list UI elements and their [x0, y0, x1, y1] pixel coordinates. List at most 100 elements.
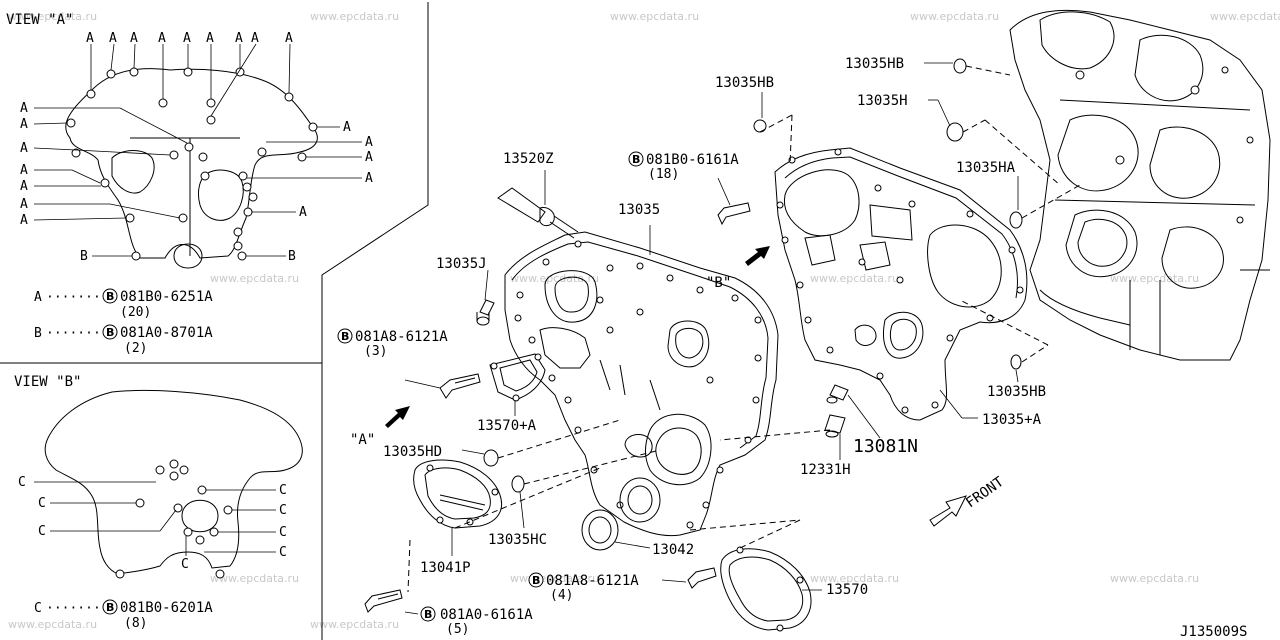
callout-leaders [404, 62, 1019, 615]
bolt-badge-icon: B [532, 574, 540, 587]
bolt-part-number: 081B0-6161A [646, 152, 739, 168]
watermark: www.epcdata.ru [510, 272, 599, 285]
legend-part-number: 081B0-6251A [120, 289, 213, 305]
label-13570: 13570 [826, 582, 868, 598]
watermark: www.epcdata.ru [810, 572, 899, 585]
hole-label-a: A [130, 31, 138, 46]
part-13042 [581, 477, 661, 551]
hole-label-a: A [20, 101, 28, 116]
bolt-quantity: (3) [364, 344, 387, 359]
label-13570a: 13570+A [477, 418, 537, 434]
front-label: FRONT [963, 474, 1007, 512]
callout-labels: 13520Z 13035 13035J 13035HB 13035HB 1303… [350, 56, 1046, 598]
hole-label-c: C [279, 503, 287, 518]
label-13035h: 13035H [857, 93, 908, 109]
legend-dots: ······· [46, 290, 101, 305]
view-a-marker: "A" [350, 432, 375, 448]
watermark: www.epcdata.ru [8, 10, 97, 23]
hole-label-a: A [251, 31, 259, 46]
label-13035hb-mid: 13035HB [845, 56, 904, 72]
watermark: www.epcdata.ru [910, 10, 999, 23]
legend-part-number: 081A0-8701A [120, 325, 213, 341]
bolt-quantity: (4) [550, 588, 573, 603]
bolt-badge-icon: B [341, 330, 349, 343]
view-a-title: VIEW "A" [6, 12, 73, 28]
part-13570 [720, 546, 812, 632]
bolt-081a8-a [439, 373, 481, 399]
front-arrow-icon [929, 495, 967, 527]
view-b-panel: VIEW "B" C C C C [14, 374, 303, 631]
view-a-legend: A ······· B 081B0-6251A (20) B ······· B… [34, 288, 213, 356]
part-13035j [476, 299, 495, 326]
legend-quantity: (20) [120, 305, 151, 320]
hole-label-b: B [80, 249, 88, 264]
hole-label-a: A [235, 31, 243, 46]
label-13035ha: 13035HA [956, 160, 1016, 176]
view-a-holes [66, 67, 318, 261]
view-a-panel: VIEW "A" [6, 12, 373, 356]
hole-label-a: A [86, 31, 94, 46]
label-13520z: 13520Z [503, 151, 554, 167]
hole-label-a: A [299, 205, 307, 220]
hole-label-c: C [279, 545, 287, 560]
bolt-quantity: (5) [446, 622, 469, 637]
view-b-letters: C C C C C C C C [18, 475, 287, 572]
view-a-arrow-icon [385, 406, 410, 428]
hole-label-c: C [279, 525, 287, 540]
hole-label-a: A [20, 141, 28, 156]
dowel-pins [824, 384, 849, 438]
watermark: www.epcdata.ru [610, 10, 699, 23]
bolt-part-number: 081A0-6161A [440, 607, 533, 623]
hole-label-a: A [20, 179, 28, 194]
hole-label-a: A [20, 117, 28, 132]
guide-lines [407, 65, 1081, 593]
view-arrows [385, 246, 967, 527]
watermarks: www.epcdata.ru www.epcdata.ru www.epcdat… [8, 10, 1280, 631]
part-13520z [497, 187, 579, 239]
hole-label-c: C [279, 483, 287, 498]
watermark: www.epcdata.ru [210, 572, 299, 585]
watermark: www.epcdata.ru [310, 10, 399, 23]
bolt-badge-icon: B [424, 608, 432, 621]
engine-block [1009, 9, 1271, 361]
legend-quantity: (8) [124, 616, 147, 631]
rear-timing-cover [774, 147, 1028, 421]
label-13081n: 13081N [853, 436, 918, 457]
hole-label-a: A [365, 135, 373, 150]
part-13041p [413, 459, 503, 529]
bolt-081a8-b [687, 567, 717, 589]
bolt-081b0 [717, 202, 751, 226]
view-b-arrow-icon [745, 246, 770, 266]
hole-label-a: A [20, 163, 28, 178]
hole-label-a: A [20, 197, 28, 212]
label-13041p: 13041P [420, 560, 471, 576]
label-13035a: 13035+A [982, 412, 1042, 428]
hole-label-a: A [365, 150, 373, 165]
legend-part-number: 081B0-6201A [120, 600, 213, 616]
hole-label-a: A [343, 120, 351, 135]
part-13570a [489, 353, 546, 402]
bolt-badge-icon: B [632, 153, 640, 166]
legend-dots: ······· [46, 601, 101, 616]
hole-label-a: A [285, 31, 293, 46]
bolt-quantity: (18) [648, 167, 679, 182]
label-13035hd: 13035HD [383, 444, 442, 460]
bolt-part-number: 081A8-6121A [355, 329, 448, 345]
label-13042: 13042 [652, 542, 694, 558]
hole-label-b: B [288, 249, 296, 264]
watermark: www.epcdata.ru [1110, 572, 1199, 585]
hole-label-a: A [20, 213, 28, 228]
legend-letter: A [34, 290, 42, 305]
hole-label-a: A [183, 31, 191, 46]
legend-quantity: (2) [124, 341, 147, 356]
hole-label-c: C [38, 524, 46, 539]
label-13035: 13035 [618, 202, 660, 218]
view-b-marker: "B" [706, 275, 731, 291]
hole-label-a: A [109, 31, 117, 46]
watermark: www.epcdata.ru [210, 272, 299, 285]
bolt-badge-icon: B [106, 290, 114, 303]
label-12331h: 12331H [800, 462, 851, 478]
legend-letter: C [34, 601, 42, 616]
watermark: www.epcdata.ru [1210, 10, 1280, 23]
view-b-legend: C ······· B 081B0-6201A (8) [34, 599, 213, 631]
